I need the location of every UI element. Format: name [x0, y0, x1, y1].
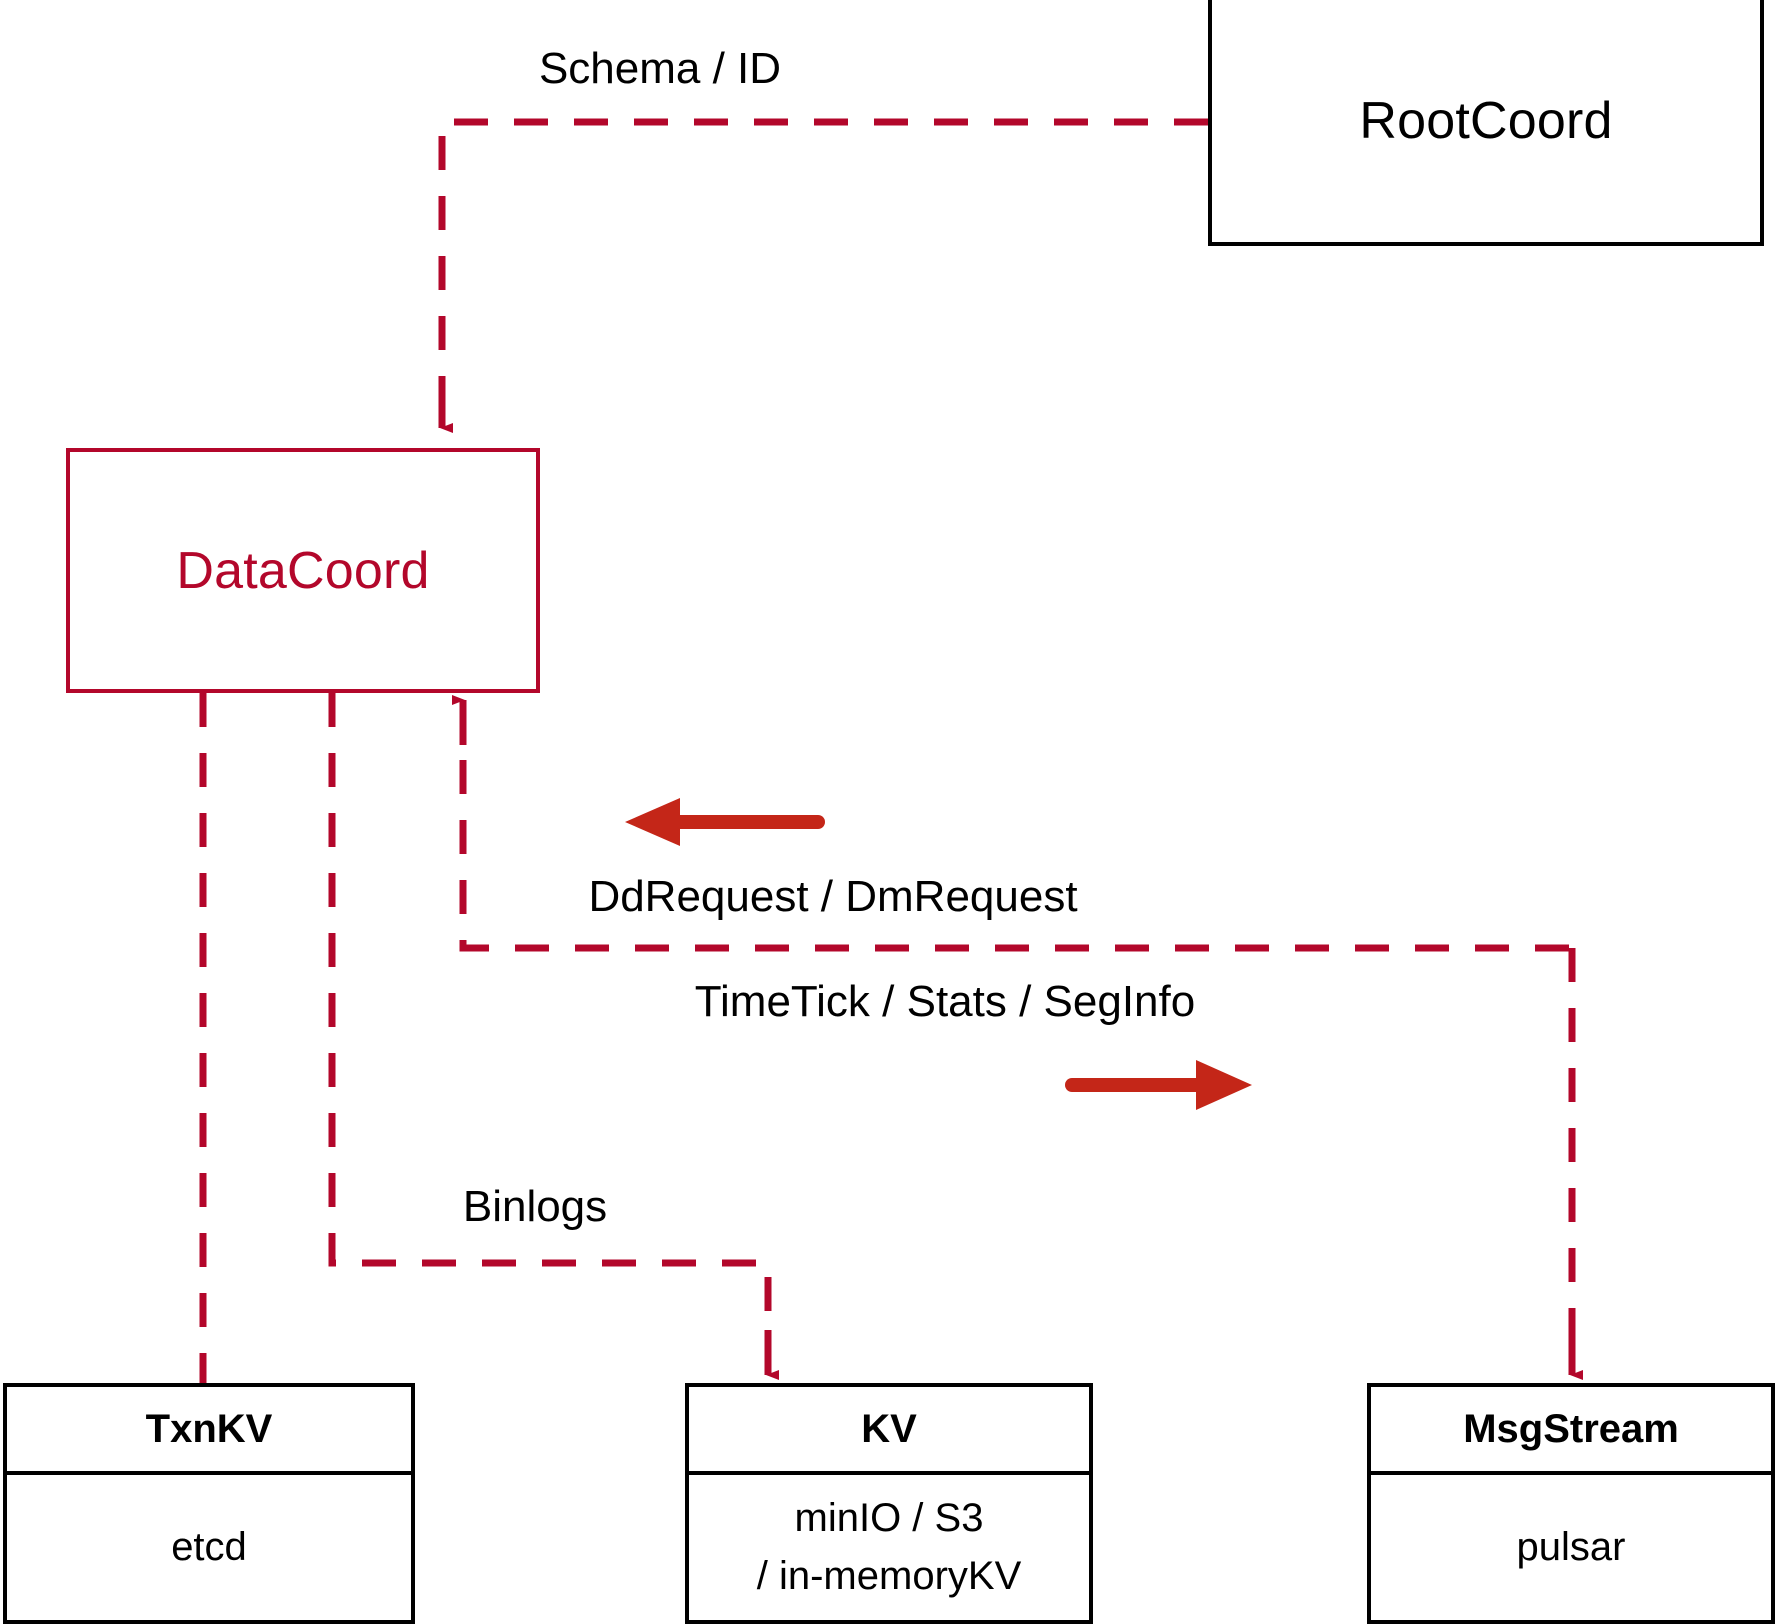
edge-schema-id: [438, 118, 1208, 433]
edge-datacoord-kv-binlogs: [328, 693, 779, 1380]
edge-msgstream-datacoord-request: [452, 695, 1572, 952]
edge-label-schema-id: Schema / ID: [538, 44, 782, 93]
node-rootcoord[interactable]: RootCoord: [1208, 0, 1764, 246]
node-kv[interactable]: KV minIO / S3 / in-memoryKV: [685, 1383, 1093, 1624]
edge-label-binlogs: Binlogs: [462, 1182, 608, 1231]
node-txnkv-header: TxnKV: [7, 1387, 411, 1475]
node-kv-line-0: minIO / S3: [794, 1496, 984, 1541]
node-datacoord[interactable]: DataCoord: [66, 448, 540, 693]
node-kv-title: KV: [861, 1406, 917, 1451]
node-rootcoord-label: RootCoord: [1359, 92, 1613, 150]
edge-label-timetick-stats-seginfo: TimeTick / Stats / SegInfo: [694, 977, 1196, 1026]
node-msgstream[interactable]: MsgStream pulsar: [1367, 1383, 1775, 1624]
node-kv-body: minIO / S3 / in-memoryKV: [689, 1475, 1089, 1620]
node-msgstream-title: MsgStream: [1463, 1406, 1679, 1451]
node-msgstream-header: MsgStream: [1371, 1387, 1771, 1475]
node-txnkv-line-0: etcd: [171, 1524, 247, 1569]
node-kv-line-1: / in-memoryKV: [756, 1553, 1022, 1598]
edge-label-dd-dm-request: DdRequest / DmRequest: [588, 872, 1078, 921]
direction-arrow-left-icon: [625, 798, 825, 846]
node-txnkv[interactable]: TxnKV etcd: [3, 1383, 415, 1624]
direction-arrow-right-icon: [1065, 1060, 1252, 1110]
node-kv-header: KV: [689, 1387, 1089, 1475]
node-txnkv-body: etcd: [7, 1475, 411, 1620]
node-msgstream-line-0: pulsar: [1516, 1524, 1626, 1569]
node-datacoord-label: DataCoord: [176, 541, 430, 600]
node-txnkv-title: TxnKV: [145, 1406, 273, 1451]
node-msgstream-body: pulsar: [1371, 1475, 1771, 1620]
